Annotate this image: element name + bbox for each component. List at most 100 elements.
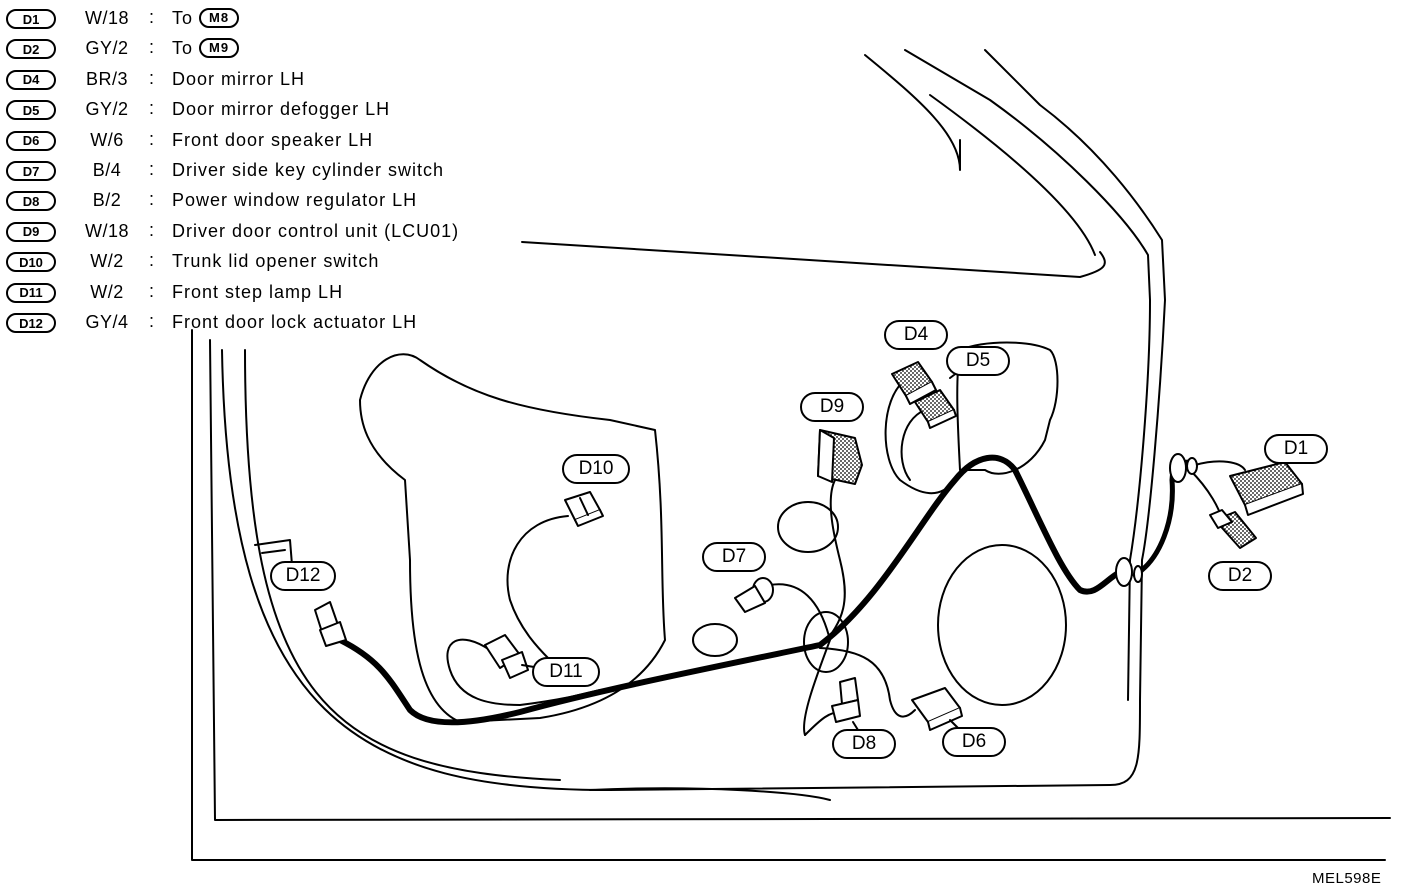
connector-id-badge: D6 [6,130,56,151]
connector-description: Power window regulator LH [172,190,417,211]
description-text: Trunk lid opener switch [172,251,380,272]
connector-code: B/2 [92,190,122,211]
door-bottom-edge [589,787,831,801]
window-sill-line [521,241,1106,278]
callout-d12: D12 [270,561,336,591]
legend-row: D6 W/6: Front door speaker LH [6,128,526,156]
connector-description: Door mirror defogger LH [172,99,390,120]
separator: : [149,219,155,240]
separator: : [149,311,155,331]
description-text: Door mirror LH [172,68,306,89]
connector-code: W/18 [84,220,129,241]
description-text: Door mirror defogger LH [172,99,391,120]
connector-description: Trunk lid opener switch [172,251,379,272]
connector-description: Door mirror LH [172,69,305,90]
branch-d10 [506,515,569,661]
connector-code: W/18 [84,8,129,28]
access-panel-right [956,341,1059,475]
grommet-main [1115,557,1143,587]
separator: : [149,250,155,271]
separator: : [149,128,155,149]
legend-row: D11 W/2: Front step lamp LH [6,280,526,308]
connector-id-badge: D11 [6,282,56,303]
connector-code: W/2 [90,251,124,272]
callout-d6: D6 [942,727,1006,757]
connector-d8 [831,677,861,723]
legend-row: D4 BR/3: Door mirror LH [6,67,526,95]
connector-code: GY/2 [85,99,129,120]
legend-row: D5 GY/2: Door mirror defogger LH [6,97,526,125]
description-text: Front door lock actuator LH [172,312,418,332]
lock-line-upper [254,539,293,566]
connector-description: Front door speaker LH [172,130,373,151]
access-panel-left [359,353,666,723]
branch-d9 [819,479,846,649]
description-text: To [172,8,194,28]
description-text: Power window regulator LH [172,190,418,211]
description-text: Front step lamp LH [172,281,344,302]
connector-d7 [734,577,774,613]
connector-id-badge: D1 [6,9,56,29]
connector-d9 [817,429,863,485]
connector-description: Front step lamp LH [172,282,343,303]
connector-code: GY/4 [85,312,129,332]
connector-id-badge: D2 [6,39,56,60]
door-panel-outline [221,49,1166,791]
connector-id-badge: D5 [6,100,56,121]
figure-code: MEL598E [1312,870,1382,887]
speaker-opening [937,544,1067,706]
connector-d4 [891,361,937,405]
separator: : [149,67,155,88]
separator: : [149,7,155,27]
callout-d1: D1 [1264,434,1328,464]
callout-d11: D11 [532,657,600,687]
grommet-d1 [1169,453,1198,483]
connector-d11 [484,634,529,679]
connector-code: B/4 [92,160,122,180]
callout-d10: D10 [562,454,630,484]
connector-id-badge: D8 [6,191,56,212]
description-text: To [172,38,194,59]
lock-line-lower [261,549,286,554]
destination-connector-badge: M9 [199,38,240,59]
description-text: Front door speaker LH [172,129,374,150]
separator: : [149,98,155,119]
legend-row: D9 W/18: Driver door control unit (LCU01) [6,219,526,247]
connector-code: W/2 [90,281,124,302]
connector-description: Driver door control unit (LCU01) [172,221,459,242]
separator: : [149,189,155,210]
callout-d4: D4 [884,320,948,350]
branch-d7 [769,583,831,736]
callout-d9: D9 [800,392,864,422]
door-front-curve [244,349,561,781]
connector-d12 [314,601,347,647]
connector-id-badge: D7 [6,161,56,181]
connector-d6 [911,687,963,731]
callout-d5: D5 [946,346,1010,376]
door-inner-edge [209,339,1391,821]
callout-d7: D7 [702,542,766,572]
connector-id-badge: D4 [6,69,56,90]
separator: : [149,37,155,58]
destination-connector-badge: M8 [199,8,240,28]
connector-code: W/6 [90,129,124,150]
service-hole-middle [692,623,738,657]
branch-d4-d5 [884,379,956,495]
connector-id-badge: D9 [6,221,56,242]
separator: : [149,280,155,301]
callout-d2: D2 [1208,561,1272,591]
leader-d8 [852,721,859,731]
connector-id-badge: D12 [6,313,56,333]
window-lower-line [929,94,1096,256]
branch-d11 [446,638,601,706]
connector-code: BR/3 [85,68,129,89]
service-hole-upper [777,501,839,553]
connector-code: GY/2 [85,38,129,59]
